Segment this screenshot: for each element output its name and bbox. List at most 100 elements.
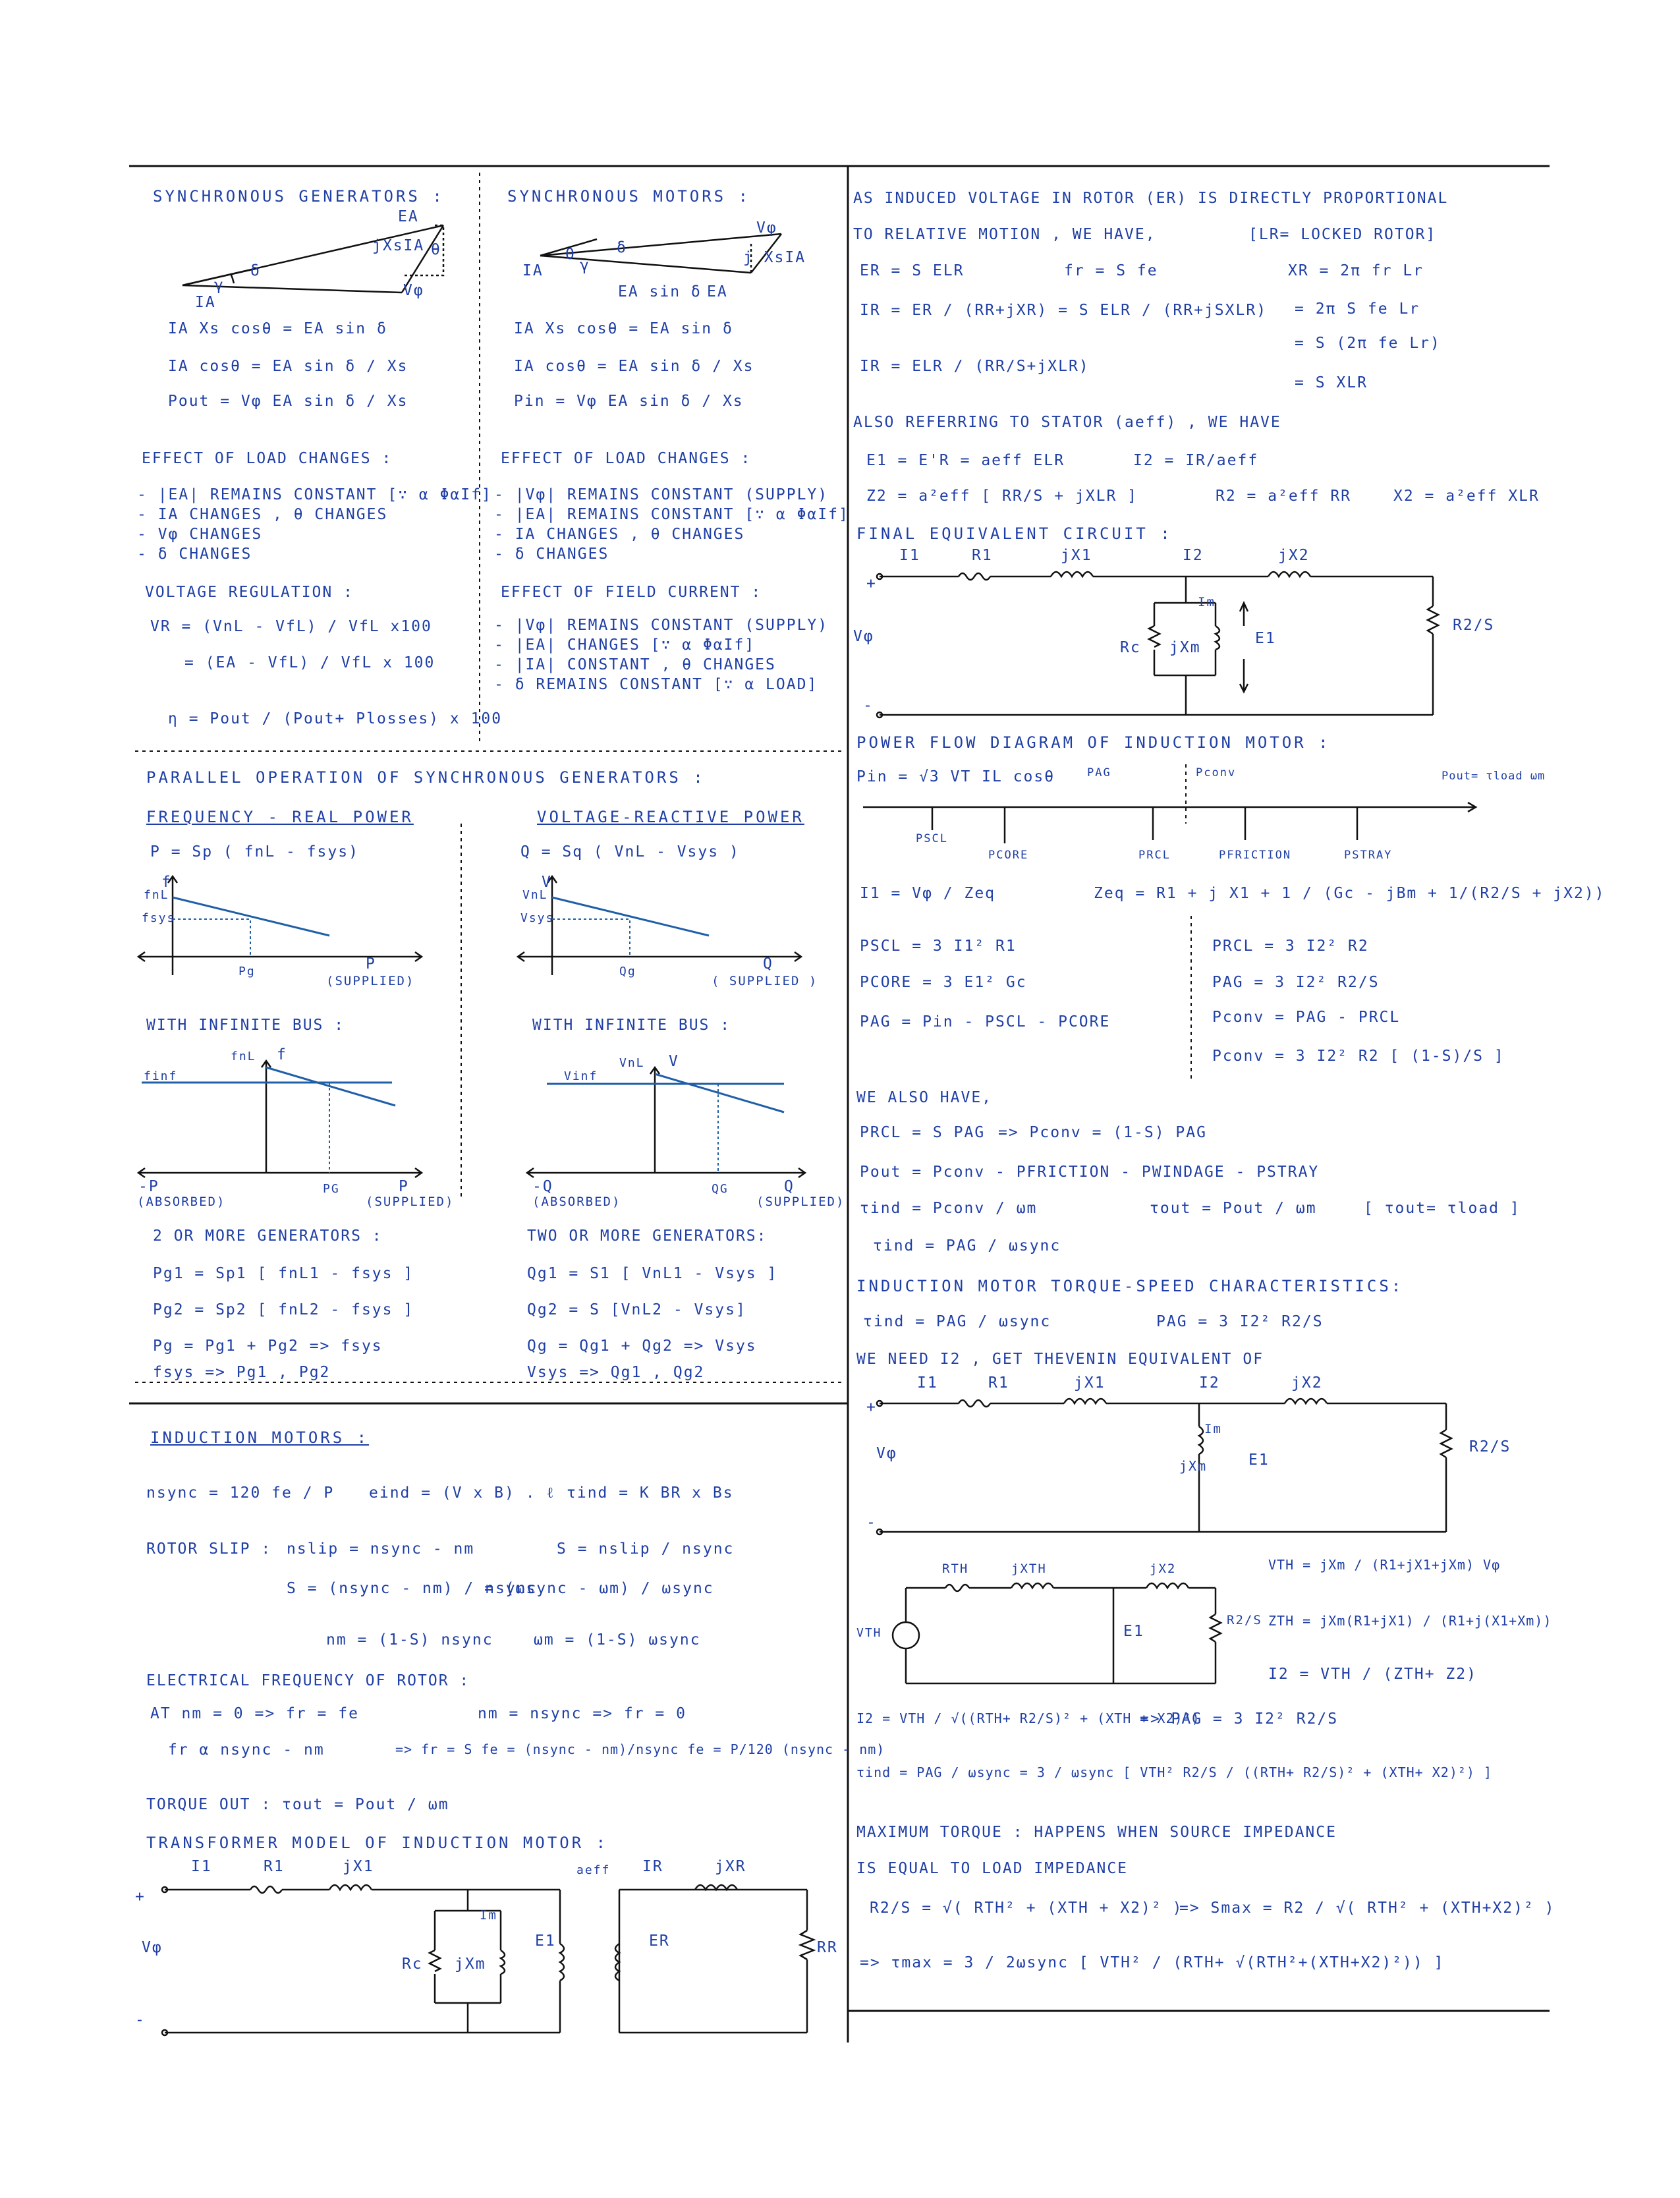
c2-minus: - xyxy=(866,1514,877,1531)
g2-y: V xyxy=(542,874,552,891)
e1-eq: E1 = E'R = aeff ELR xyxy=(866,452,1065,469)
g2-ynl: VnL xyxy=(522,888,548,902)
er-eq: ER = S ELR xyxy=(860,262,965,279)
pfd-pstray: PSTRAY xyxy=(1344,849,1393,862)
c1-e1: E1 xyxy=(1255,630,1276,647)
xf-er: ER xyxy=(649,1932,670,1950)
multi-left-eq-1: Pg1 = Sp1 [ fnL1 - fsys ] xyxy=(153,1265,414,1282)
i1-eq: I1 = Vφ / Zeq xyxy=(860,885,996,902)
phasor-label-delta: δ xyxy=(250,262,261,279)
pconv-eq-3: => Pconv = (1-S) PAG xyxy=(998,1124,1207,1141)
max-torque-line: MAXIMUM TORQUE : HAPPENS WHEN SOURCE IMP… xyxy=(856,1824,1337,1841)
induction-title: INDUCTION MOTORS : xyxy=(150,1428,370,1447)
c3-e1: E1 xyxy=(1123,1623,1144,1640)
phasor-label-jxsia: jXsIA xyxy=(372,237,425,254)
g2-ysys: Vsys xyxy=(520,911,555,925)
slip-eq-1: nslip = nsync - nm xyxy=(287,1540,475,1558)
xf-jxr: jXR xyxy=(715,1858,746,1875)
g3-yinf: finf xyxy=(144,1069,178,1083)
fr-eq: fr α nsync - nm xyxy=(168,1741,325,1759)
xf-rc: Rc xyxy=(402,1956,423,1973)
c1-vp: Vφ xyxy=(853,628,874,645)
smax-eq-1: R2/S = √( RTH² + (XTH + X2)² ) xyxy=(870,1900,1183,1917)
mot-phasor-ea: EA xyxy=(707,283,728,300)
tind-eq-4: τind = PAG / ωsync = 3 / ωsync [ VTH² R2… xyxy=(856,1764,1493,1780)
mot-eq-3: Pin = Vφ EA sin δ / Xs xyxy=(514,393,744,410)
mot-load-title: EFFECT OF LOAD CHANGES : xyxy=(501,450,752,467)
r-intro-lr: [LR= LOCKED ROTOR] xyxy=(1248,226,1437,243)
fec-title: FINAL EQUIVALENT CIRCUIT : xyxy=(856,524,1173,543)
mot-eq-2: IA cosθ = EA sin δ / Xs xyxy=(514,358,754,375)
xf-ir: IR xyxy=(642,1858,663,1875)
g2-supplied: ( SUPPLIED ) xyxy=(712,974,818,988)
final-equivalent-circuit xyxy=(876,571,1440,719)
i2b-eq: I2 = VTH / √((RTH+ R2/S)² + (XTH + X2)²) xyxy=(856,1710,1200,1726)
volt-reactive-power-title: VOLTAGE-REACTIVE POWER xyxy=(537,808,804,826)
mot-load-item-2: - |EA| REMAINS CONSTANT [∵ α ΦαIf] xyxy=(494,506,849,523)
g3-xmark: PG xyxy=(323,1182,340,1196)
nm-eq: nm = (1-S) nsync xyxy=(326,1631,493,1648)
x2-eq: X2 = a²eff XLR xyxy=(1393,488,1540,505)
c2-i2: I2 xyxy=(1199,1374,1220,1392)
motor-phasor xyxy=(540,233,782,274)
zeq-eq: Zeq = R1 + j X1 + 1 / (Gc - jBm + 1/(R2/… xyxy=(1094,885,1606,902)
c1-im: Im xyxy=(1198,595,1216,609)
g4-xpos: Q xyxy=(784,1178,795,1195)
g3-xneg: -P xyxy=(138,1178,159,1195)
g2-xmark: Qg xyxy=(619,965,636,978)
xf-e1: E1 xyxy=(535,1932,556,1950)
graph-voltage-reactive xyxy=(516,874,803,975)
i2th-eq: I2 = VTH / (ZTH+ Z2) xyxy=(1268,1666,1477,1683)
zth-eq: ZTH = jXm(R1+jX1) / (R1+j(X1+Xm)) xyxy=(1268,1613,1552,1629)
xf-r1: R1 xyxy=(264,1858,285,1875)
phasor-label-vphi: Vφ xyxy=(403,282,424,299)
c1-i1: I1 xyxy=(899,547,920,564)
multi-left-title: 2 OR MORE GENERATORS : xyxy=(153,1227,383,1245)
c3-r2s: R2/S xyxy=(1227,1613,1262,1627)
c3-jx2: jX2 xyxy=(1150,1562,1177,1576)
xf-aeff: aeff xyxy=(576,1863,611,1877)
tind-eq-2: τind = PAG / ωsync xyxy=(873,1237,1061,1254)
c1-jx2: jX2 xyxy=(1278,547,1310,564)
xf-plus: + xyxy=(135,1888,146,1905)
pag-eq-4: => PAG = 3 I2² R2/S xyxy=(1140,1710,1339,1728)
field-item-1: - |Vφ| REMAINS CONSTANT (SUPPLY) xyxy=(494,617,829,634)
pconv-eq-2: Pconv = 3 I2² R2 [ (1-S)/S ] xyxy=(1212,1048,1505,1065)
p-eq: P = Sp ( fnL - fsys) xyxy=(150,843,359,860)
c3-rth: RTH xyxy=(942,1562,969,1576)
c2-vp: Vφ xyxy=(876,1445,897,1462)
g4-supplied: (SUPPLIED) xyxy=(756,1195,845,1209)
sync-mot-title: SYNCHRONOUS MOTORS : xyxy=(507,187,750,206)
gen-eq-2: IA cosθ = EA sin δ / Xs xyxy=(168,358,408,375)
slip-eq-3: S = (nsync - nm) / nsync xyxy=(287,1580,538,1597)
phasor-label-gamma: γ xyxy=(214,277,225,294)
vr-eq-2: = (EA - VfL) / VfL x 100 xyxy=(184,654,435,671)
xf-jx1: jX1 xyxy=(343,1858,374,1875)
g1-supplied: (SUPPLIED) xyxy=(326,974,415,988)
infinite-bus-title-left: WITH INFINITE BUS : xyxy=(146,1017,345,1034)
vr-eq-1: VR = (VnL - VfL) / VfL x100 xyxy=(150,618,432,635)
infinite-bus-title-right: WITH INFINITE BUS : xyxy=(532,1017,731,1034)
graph-infinite-bus-f xyxy=(136,1059,424,1179)
xf-rr: RR xyxy=(817,1939,838,1956)
c1-r2s: R2/S xyxy=(1453,617,1495,634)
prcl-eq: PRCL = 3 I2² R2 xyxy=(1212,938,1369,955)
freq-real-power-title: FREQUENCY - REAL POWER xyxy=(146,808,414,826)
generator-phasor xyxy=(182,224,445,294)
c3-jxth: jXTH xyxy=(1011,1562,1047,1576)
c1-jx1: jX1 xyxy=(1061,547,1092,564)
wm-eq: ωm = (1-S) ωsync xyxy=(534,1631,701,1648)
mot-phasor-delta: δ xyxy=(617,239,627,256)
g4-yinf: Vinf xyxy=(564,1069,598,1083)
g1-xmark: Pg xyxy=(238,965,256,978)
c2-jx1: jX1 xyxy=(1074,1374,1106,1392)
xr-eq: XR = 2π fr Lr xyxy=(1288,262,1424,279)
multi-right-eq-2: Qg2 = S [VnL2 - Vsys] xyxy=(527,1301,746,1318)
g2-x: Q xyxy=(763,955,773,972)
tsc-title: INDUCTION MOTOR TORQUE-SPEED CHARACTERIS… xyxy=(856,1277,1404,1295)
c2-r2s: R2/S xyxy=(1469,1438,1511,1455)
field-item-3: - |IA| CONSTANT , θ CHANGES xyxy=(494,656,776,673)
graph-frequency-power xyxy=(136,874,424,975)
at-eq-2: nm = nsync => fr = 0 xyxy=(478,1705,686,1722)
phasor-label-theta: θ xyxy=(431,241,441,258)
